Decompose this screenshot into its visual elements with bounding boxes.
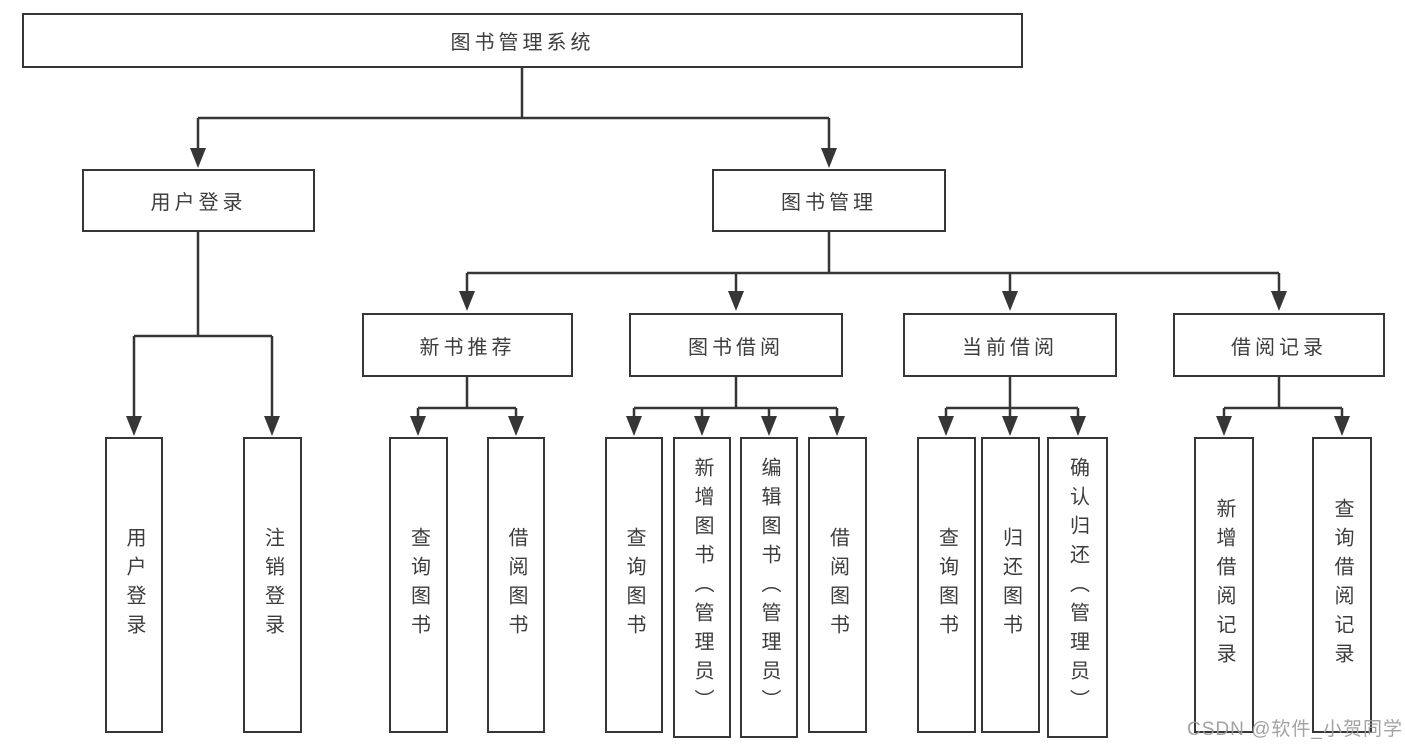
node-label: 编辑图书（管理员） — [758, 457, 780, 718]
branch-new-book-rec — [416, 377, 518, 418]
leaf-rec-borrow-book: 借阅图书 — [487, 437, 545, 733]
branch-borrow-record — [1222, 377, 1344, 418]
leaf-cb-query-book: 查询图书 — [917, 437, 976, 733]
leaf-bb-add-book-admin: 新增图书（管理员） — [673, 437, 731, 738]
leaf-cb-confirm-return-admin: 确认归还（管理员） — [1047, 437, 1108, 738]
branch-user-login — [132, 232, 274, 418]
leaf-user-login: 用户登录 — [105, 437, 163, 733]
node-current-borrow: 当前借阅 — [903, 313, 1117, 377]
leaf-bb-query-book: 查询图书 — [605, 437, 663, 733]
leaf-cb-return-book: 归还图书 — [981, 437, 1040, 733]
node-borrow-record: 借阅记录 — [1173, 313, 1385, 377]
node-label: 查询图书 — [407, 527, 430, 643]
node-label: 图书借阅 — [688, 336, 784, 359]
node-label: 图书管理 — [781, 192, 877, 214]
leaf-bb-borrow-book: 借阅图书 — [808, 437, 867, 733]
leaf-br-add-record: 新增借阅记录 — [1194, 437, 1254, 733]
node-label: 新增图书（管理员） — [691, 457, 713, 718]
node-label: 用户登录 — [150, 192, 247, 214]
watermark: CSDN @软件_小贺同学 — [1187, 719, 1403, 740]
branch-book-mgmt — [465, 232, 1281, 294]
node-label: 当前借阅 — [962, 336, 1058, 359]
node-label: 图书管理系统 — [450, 32, 595, 54]
node-label: 借阅图书 — [826, 527, 849, 643]
leaf-rec-query-book: 查询图书 — [389, 437, 448, 733]
node-label: 新书推荐 — [419, 336, 516, 359]
node-label: 注销登录 — [261, 527, 284, 643]
node-book-management: 图书管理 — [712, 169, 946, 232]
node-book-borrow: 图书借阅 — [629, 313, 843, 377]
node-label: 查询图书 — [623, 527, 645, 643]
branch-current-borrow — [944, 377, 1080, 418]
leaf-bb-edit-book-admin: 编辑图书（管理员） — [740, 437, 798, 738]
node-label: 用户登录 — [123, 527, 145, 643]
branch-root — [196, 68, 831, 150]
node-user-login: 用户登录 — [82, 169, 315, 232]
node-label: 查询借阅记录 — [1331, 498, 1353, 672]
leaf-br-query-record: 查询借阅记录 — [1312, 437, 1372, 733]
node-label: 查询图书 — [935, 527, 958, 643]
node-label: 新增借阅记录 — [1213, 498, 1235, 672]
node-label: 借阅记录 — [1231, 336, 1327, 359]
node-root: 图书管理系统 — [22, 13, 1023, 68]
node-label: 确认归还（管理员） — [1066, 457, 1089, 718]
branch-book-borrow — [632, 377, 839, 418]
leaf-logout: 注销登录 — [243, 437, 302, 733]
node-label: 借阅图书 — [505, 527, 527, 643]
arrowheads — [126, 148, 1350, 436]
node-label: 归还图书 — [999, 527, 1022, 643]
node-new-book-recommend: 新书推荐 — [362, 313, 573, 377]
